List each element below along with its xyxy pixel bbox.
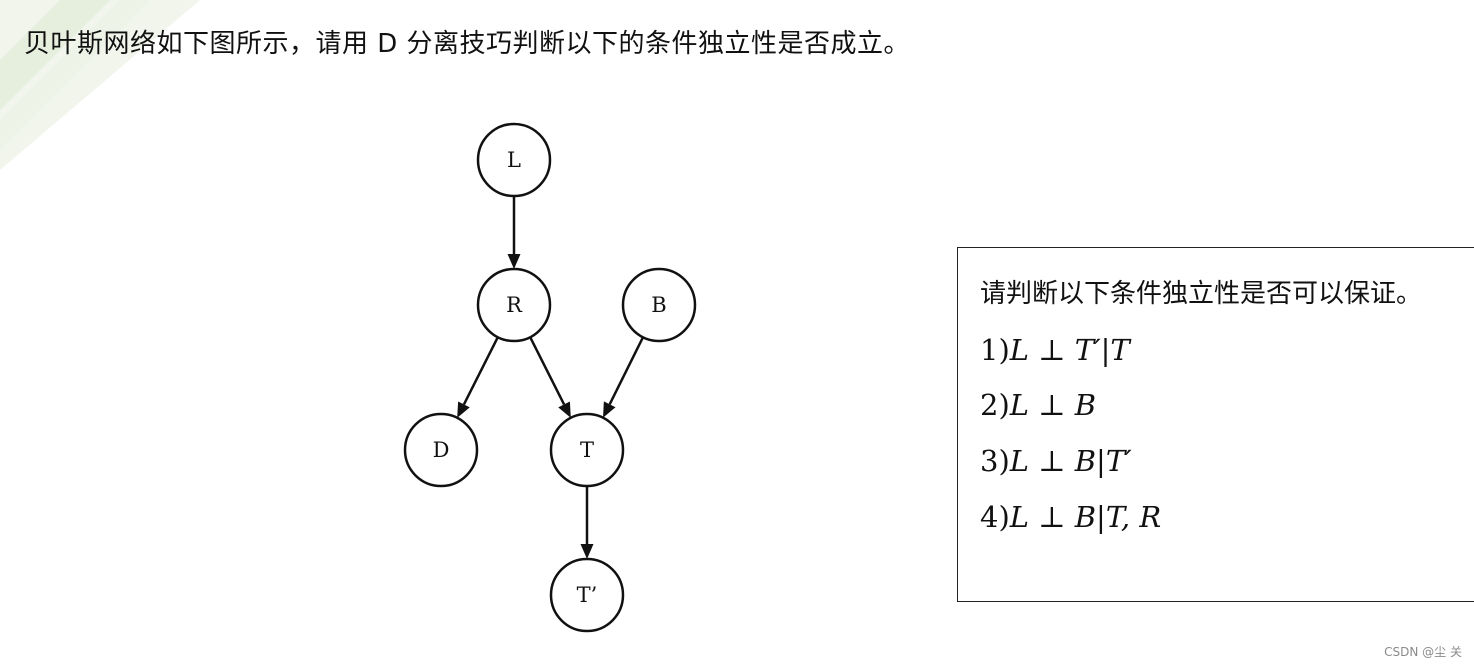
edge-r-to-t xyxy=(529,336,566,406)
csdn-watermark: CSDN @尘 关 xyxy=(1384,645,1462,659)
edge-b-to-t xyxy=(608,336,645,405)
problem-title: 贝叶斯网络如下图所示，请用 D 分离技巧判断以下的条件独立性是否成立。 xyxy=(24,29,911,59)
node-t: T xyxy=(549,412,625,488)
node-circle xyxy=(476,122,552,198)
question-number: 2) xyxy=(980,388,1010,422)
node-r: R xyxy=(476,267,552,343)
question-expression: L ⊥ B|T, R xyxy=(1009,500,1162,534)
arrowhead-icon xyxy=(558,401,571,418)
question-item-2: 2)L ⊥ B xyxy=(980,387,1096,423)
question-number: 3) xyxy=(980,444,1010,478)
node-label: T’ xyxy=(577,583,598,607)
question-prompt: 请判断以下条件独立性是否可以保证。 xyxy=(980,279,1423,309)
question-item-3: 3)L ⊥ B|T′ xyxy=(980,443,1132,479)
question-number: 1) xyxy=(980,333,1010,367)
question-expression: L ⊥ T′|T xyxy=(1009,333,1130,367)
node-tp: T’ xyxy=(549,557,625,633)
node-d: D xyxy=(403,412,479,488)
arrowhead-icon xyxy=(580,544,594,559)
question-item-4: 4)L ⊥ B|T, R xyxy=(980,499,1161,535)
arrowhead-icon xyxy=(457,401,470,418)
node-circle xyxy=(621,267,697,343)
node-l: L xyxy=(476,122,552,198)
question-number: 4) xyxy=(980,500,1010,534)
node-label: D xyxy=(433,438,450,462)
node-label: L xyxy=(507,148,521,172)
node-label: B xyxy=(651,293,666,317)
question-expression: L ⊥ B|T′ xyxy=(1009,444,1132,478)
question-item-1: 1)L ⊥ T′|T xyxy=(980,332,1130,368)
question-expression: L ⊥ B xyxy=(1009,388,1097,422)
arrowhead-icon xyxy=(603,401,616,418)
node-label: R xyxy=(506,293,523,317)
node-circle xyxy=(476,267,552,343)
edges-layer xyxy=(457,196,645,559)
edge-r-to-d xyxy=(462,336,499,406)
node-circle xyxy=(549,557,625,633)
node-label: T xyxy=(580,438,594,462)
node-circle xyxy=(403,412,479,488)
nodes-layer: L R B D T T’ xyxy=(403,122,697,633)
node-b: B xyxy=(621,267,697,343)
node-circle xyxy=(549,412,625,488)
question-box: 请判断以下条件独立性是否可以保证。 1)L ⊥ T′|T 2)L ⊥ B 3)L… xyxy=(957,247,1474,602)
arrowhead-icon xyxy=(507,254,521,269)
